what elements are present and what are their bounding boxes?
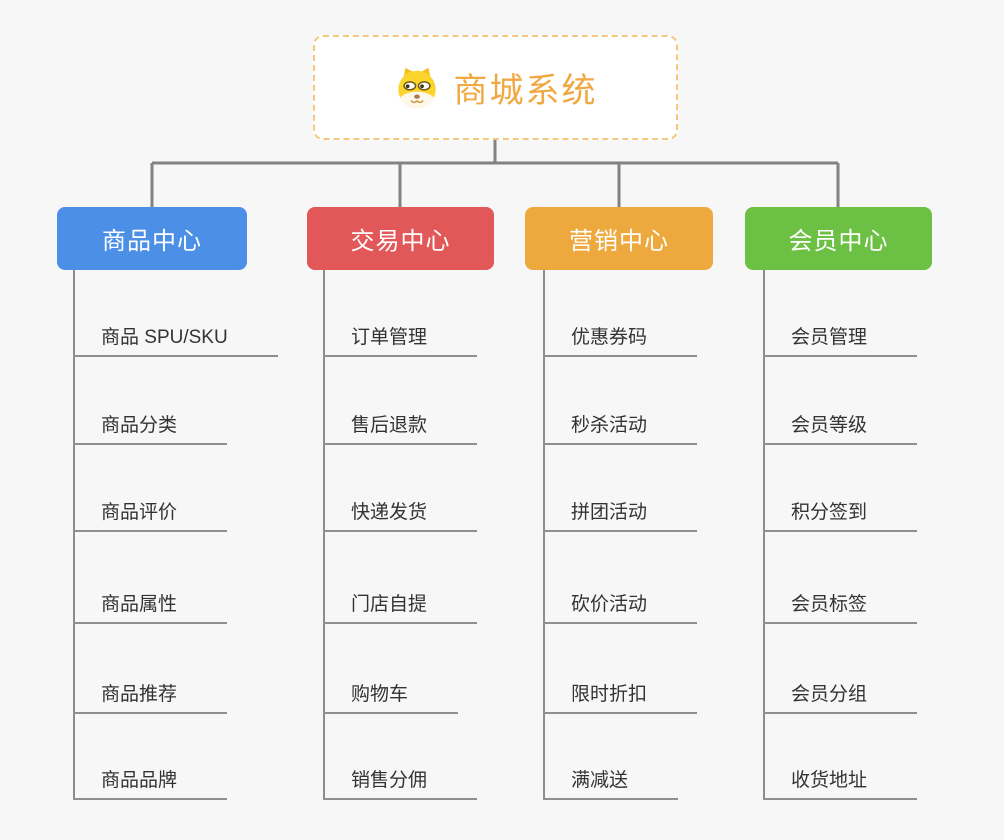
leaf-node[interactable]: 满减送	[543, 768, 679, 800]
leaf-node[interactable]: 快递发货	[323, 500, 478, 532]
root-title: 商城系统	[453, 72, 598, 110]
leaf-node[interactable]: 商品品牌	[73, 768, 228, 800]
leaf-node[interactable]: 商品评价	[73, 500, 228, 532]
leaf-node[interactable]: 销售分佣	[323, 768, 478, 800]
branch-node-member-center[interactable]: 会员中心	[745, 207, 932, 270]
leaf-node[interactable]: 限时折扣	[543, 682, 698, 714]
leaf-node[interactable]: 商品推荐	[73, 682, 228, 714]
leaf-node[interactable]: 会员标签	[763, 592, 918, 624]
leaf-node[interactable]: 门店自提	[323, 592, 478, 624]
leaf-node[interactable]: 会员管理	[763, 325, 918, 357]
tree-connector-path	[150, 140, 840, 207]
dog-face-icon	[394, 65, 440, 111]
branch-node-trade-center[interactable]: 交易中心	[307, 207, 494, 270]
leaf-node[interactable]: 购物车	[323, 682, 459, 714]
leaf-node[interactable]: 拼团活动	[543, 500, 698, 532]
branch-node-product-center[interactable]: 商品中心	[57, 207, 247, 270]
trunk-line	[323, 270, 325, 800]
leaf-node[interactable]: 秒杀活动	[543, 413, 698, 445]
leaf-node[interactable]: 售后退款	[323, 413, 478, 445]
branch-node-marketing-center[interactable]: 营销中心	[525, 207, 713, 270]
leaf-node[interactable]: 会员等级	[763, 413, 918, 445]
leaf-node[interactable]: 积分签到	[763, 500, 918, 532]
leaf-node[interactable]: 砍价活动	[543, 592, 698, 624]
leaf-node[interactable]: 商品分类	[73, 413, 228, 445]
leaf-node[interactable]: 订单管理	[323, 325, 478, 357]
trunk-line	[73, 270, 75, 800]
leaf-node[interactable]: 优惠券码	[543, 325, 698, 357]
trunk-line	[763, 270, 765, 800]
leaf-node[interactable]: 会员分组	[763, 682, 918, 714]
trunk-line	[543, 270, 545, 800]
leaf-node[interactable]: 收货地址	[763, 768, 918, 800]
root-node[interactable]: 商城系统	[313, 35, 678, 140]
leaf-node[interactable]: 商品 SPU/SKU	[73, 325, 278, 357]
leaf-node[interactable]: 商品属性	[73, 592, 228, 624]
